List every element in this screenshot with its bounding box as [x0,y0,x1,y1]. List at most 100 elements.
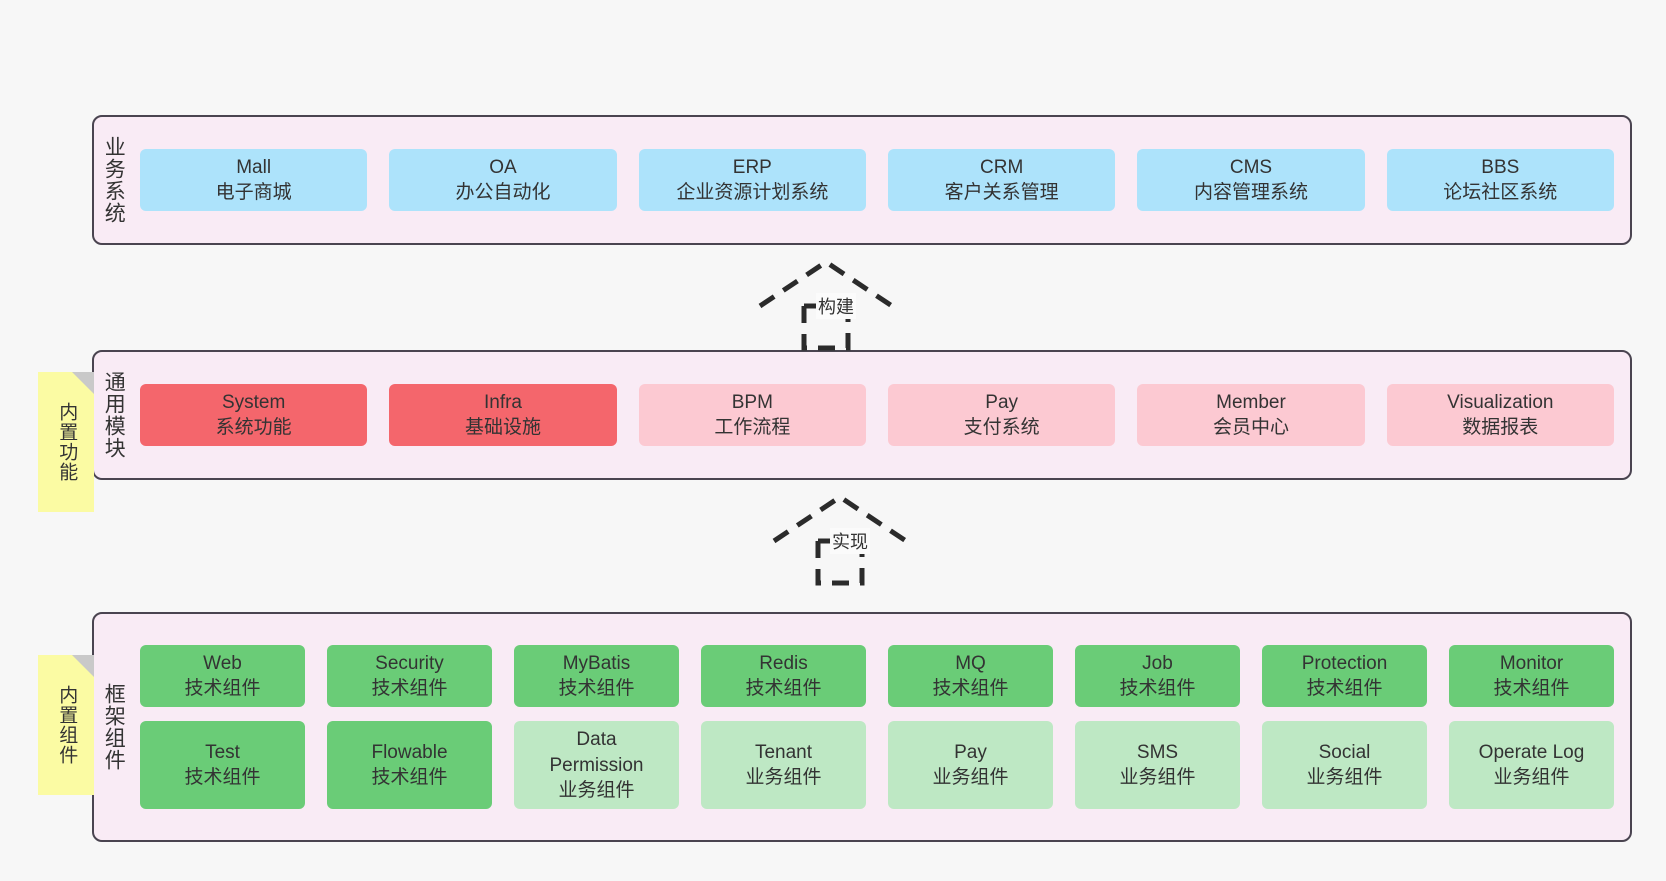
card-title: SMS [1136,741,1179,763]
layer-title-business-systems: 业务系统 [102,136,126,224]
card-title: MyBatis [562,653,631,675]
card-row: Test 技术组件 Flowable 技术组件 Data Permission … [140,721,1614,809]
card-title: Data Permission [549,729,644,776]
card-title: Web [203,653,242,675]
card-tenant[interactable]: Tenant 业务组件 [701,721,866,809]
card-redis[interactable]: Redis 技术组件 [701,645,866,708]
card-title: ERP [732,156,772,178]
card-flowable[interactable]: Flowable 技术组件 [327,721,492,809]
arrow-build: 构建 [758,258,898,351]
card-title: Mall [236,156,272,178]
card-subtitle: 技术组件 [745,678,822,700]
card-pay-business[interactable]: Pay 业务组件 [888,721,1053,809]
card-subtitle: 业务组件 [932,767,1009,789]
card-subtitle: 办公自动化 [455,182,551,203]
card-subtitle: 业务组件 [558,779,635,801]
card-mall[interactable]: Mall 电子商城 [140,148,368,212]
card-title: Social [1318,741,1371,763]
card-social[interactable]: Social 业务组件 [1262,721,1427,809]
card-protection[interactable]: Protection 技术组件 [1262,645,1427,708]
card-subtitle: 技术组件 [184,767,261,789]
note-builtin-features: 内置功能 [38,372,94,512]
card-title: Test [205,741,240,763]
card-erp[interactable]: ERP 企业资源计划系统 [638,148,866,212]
card-row: Web 技术组件 Security 技术组件 MyBatis 技术组件 Redi… [140,645,1614,708]
arrow-implement-label: 实现 [830,528,870,554]
card-visualization[interactable]: Visualization 数据报表 [1386,383,1614,447]
card-row: System 系统功能 Infra 基础设施 BPM 工作流程 Pay 支付系统… [140,383,1614,447]
card-monitor[interactable]: Monitor 技术组件 [1449,645,1614,708]
card-pay[interactable]: Pay 支付系统 [887,383,1116,447]
card-title: System [221,391,286,413]
card-title: Pay [985,391,1019,413]
folded-corner-icon [72,372,94,394]
card-title: Monitor [1499,653,1564,675]
card-title: Job [1142,653,1173,675]
card-subtitle: 业务组件 [1119,767,1196,789]
card-security[interactable]: Security 技术组件 [327,645,492,708]
card-title: Redis [759,653,808,675]
card-subtitle: 业务组件 [1306,767,1383,789]
card-subtitle: 电子商城 [215,182,292,203]
card-row: Mall 电子商城 OA 办公自动化 ERP 企业资源计划系统 CRM 客户关系… [140,148,1614,212]
card-bbs[interactable]: BBS 论坛社区系统 [1386,148,1614,212]
layer-body-framework-components: Web 技术组件 Security 技术组件 MyBatis 技术组件 Redi… [132,614,1630,840]
card-title: Security [375,653,444,675]
card-subtitle: 支付系统 [963,417,1040,438]
card-oa[interactable]: OA 办公自动化 [389,148,617,212]
card-subtitle: 技术组件 [558,678,635,700]
arrow-build-label: 构建 [816,293,856,319]
card-title: Member [1216,391,1286,413]
layer-title-common-modules: 通用模块 [102,371,126,459]
card-subtitle: 论坛社区系统 [1443,182,1558,203]
card-subtitle: 技术组件 [371,678,448,700]
card-title: BBS [1481,156,1520,178]
card-title: Operate Log [1478,741,1585,763]
card-title: Infra [483,391,522,413]
card-web[interactable]: Web 技术组件 [140,645,305,708]
card-subtitle: 内容管理系统 [1193,182,1308,203]
card-title: OA [489,156,517,178]
card-subtitle: 业务组件 [1493,767,1570,789]
card-system[interactable]: System 系统功能 [140,383,368,447]
card-subtitle: 技术组件 [1306,678,1383,700]
card-title: Visualization [1447,391,1554,413]
card-sms[interactable]: SMS 业务组件 [1075,721,1240,809]
card-subtitle: 会员中心 [1212,417,1289,438]
card-subtitle: 技术组件 [1119,678,1196,700]
note-builtin-components: 内置组件 [38,655,94,795]
card-cms[interactable]: CMS 内容管理系统 [1137,148,1365,212]
card-job[interactable]: Job 技术组件 [1075,645,1240,708]
layer-common-modules: 通用模块 System 系统功能 Infra 基础设施 BPM 工作流程 Pay… [92,350,1632,480]
card-title: CRM [980,156,1024,178]
card-subtitle: 工作流程 [714,417,791,438]
card-crm[interactable]: CRM 客户关系管理 [887,148,1116,212]
card-title: Pay [954,741,987,763]
card-mq[interactable]: MQ 技术组件 [888,645,1053,708]
card-subtitle: 技术组件 [932,678,1009,700]
card-subtitle: 技术组件 [371,767,448,789]
note-label: 内置组件 [56,685,78,765]
card-bpm[interactable]: BPM 工作流程 [638,383,866,447]
card-infra[interactable]: Infra 基础设施 [389,383,617,447]
note-label: 内置功能 [56,402,78,482]
card-title: Tenant [754,741,813,763]
card-operate-log[interactable]: Operate Log 业务组件 [1449,721,1614,809]
layer-body-business-systems: Mall 电子商城 OA 办公自动化 ERP 企业资源计划系统 CRM 客户关系… [132,117,1630,243]
card-subtitle: 基础设施 [464,417,541,438]
card-subtitle: 数据报表 [1462,417,1539,438]
card-title: Protection [1301,653,1388,675]
layer-body-common-modules: System 系统功能 Infra 基础设施 BPM 工作流程 Pay 支付系统… [132,352,1630,478]
layer-title-framework-components: 框架组件 [102,683,126,771]
arrow-implement: 实现 [772,493,912,586]
card-member[interactable]: Member 会员中心 [1137,383,1365,447]
layer-business-systems: 业务系统 Mall 电子商城 OA 办公自动化 ERP 企业资源计划系统 CRM… [92,115,1632,245]
card-mybatis[interactable]: MyBatis 技术组件 [514,645,679,708]
card-test[interactable]: Test 技术组件 [140,721,305,809]
card-subtitle: 技术组件 [184,678,261,700]
card-data-permission[interactable]: Data Permission 业务组件 [514,721,679,809]
card-subtitle: 客户关系管理 [944,182,1059,203]
folded-corner-icon [72,655,94,677]
card-title: Flowable [371,741,448,763]
card-subtitle: 企业资源计划系统 [676,182,829,203]
